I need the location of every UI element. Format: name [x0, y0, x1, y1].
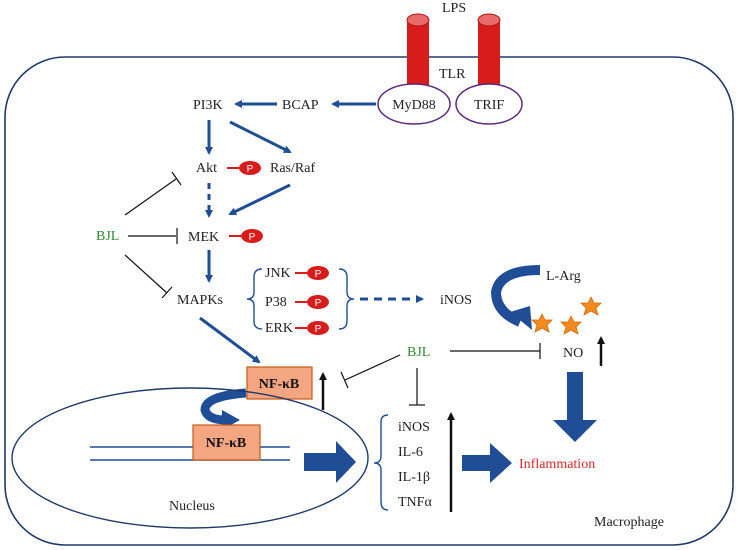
cell-membrane	[4, 56, 734, 546]
nfkb-nuc-label: NF-κB	[206, 436, 246, 451]
nfkb-cyto-label: NF-κB	[259, 377, 299, 392]
macrophage-label: Macrophage	[594, 515, 664, 530]
nfkb-nuc-box	[192, 424, 261, 461]
phospho-tag-icon: P	[227, 161, 261, 175]
jnk-label: JNK	[265, 266, 291, 281]
svg-text:P: P	[315, 269, 322, 280]
p38-label: P38	[265, 295, 287, 310]
no-label: NO	[563, 346, 583, 361]
phospho-tag-icon: P	[295, 266, 329, 280]
arrow-rasraf-mek	[228, 183, 291, 216]
inos-mid-label: iNOS	[440, 293, 472, 308]
svg-text:P: P	[315, 324, 322, 335]
l-arg-curved-arrow	[490, 265, 541, 327]
arrow-mapks-nfkb	[199, 316, 261, 364]
tlr-label: TLR	[439, 67, 466, 82]
pi3k-label: PI3K	[193, 98, 223, 113]
arrow-pi3k-rasraf	[229, 120, 292, 154]
erk-label: ERK	[265, 321, 293, 336]
l-arg-label: L-Arg	[546, 269, 581, 284]
phospho-tag-icon: P	[295, 321, 329, 335]
mapk-bracket-right	[338, 268, 355, 330]
l-arg-arrowhead	[510, 306, 532, 330]
myd88-label: MyD88	[392, 98, 436, 113]
ras-raf-label: Ras/Raf	[270, 161, 315, 176]
receptor-tube-icon	[406, 13, 501, 86]
outputs-to-inflammation-arrow	[462, 443, 512, 483]
mapk-bracket-left	[246, 268, 263, 330]
phospho-tag-icon: P	[229, 229, 263, 243]
bjl-mid-label: BJL	[407, 345, 430, 360]
no-to-inflammation-arrow	[553, 372, 597, 442]
nucleus-label: Nucleus	[169, 499, 215, 514]
star-burst-icon	[531, 296, 602, 335]
svg-text:P: P	[315, 298, 322, 309]
bcap-label: BCAP	[282, 98, 319, 113]
mapks-label: MAPKs	[177, 293, 223, 308]
nucleus	[11, 387, 369, 529]
out-il6-label: IL-6	[398, 445, 423, 460]
trif-node	[455, 83, 523, 125]
inflammation-label: Inflammation	[519, 457, 595, 472]
translocation-curved-arrow	[200, 388, 247, 425]
lps-label: LPS	[442, 1, 466, 16]
bjl-mid-inhibition	[340, 343, 541, 406]
myd88-node	[377, 83, 451, 125]
mek-label: MEK	[188, 230, 219, 245]
out-inos-label: iNOS	[398, 420, 430, 435]
bjl-left-inhibition	[124, 171, 182, 299]
akt-label: Akt	[196, 161, 217, 176]
svg-text:P: P	[249, 232, 256, 243]
phospho-tag-icon: P	[295, 295, 329, 309]
outputs-bracket	[373, 414, 389, 511]
out-il1b-label: IL-1β	[398, 470, 430, 485]
out-tnfa-label: TNFα	[398, 495, 432, 510]
bjl-left-label: BJL	[96, 229, 119, 244]
nucleus-to-outputs-arrow	[304, 441, 356, 483]
svg-text:P: P	[247, 164, 254, 175]
nfkb-cyto-box	[246, 366, 313, 400]
trif-label: TRIF	[474, 98, 505, 113]
